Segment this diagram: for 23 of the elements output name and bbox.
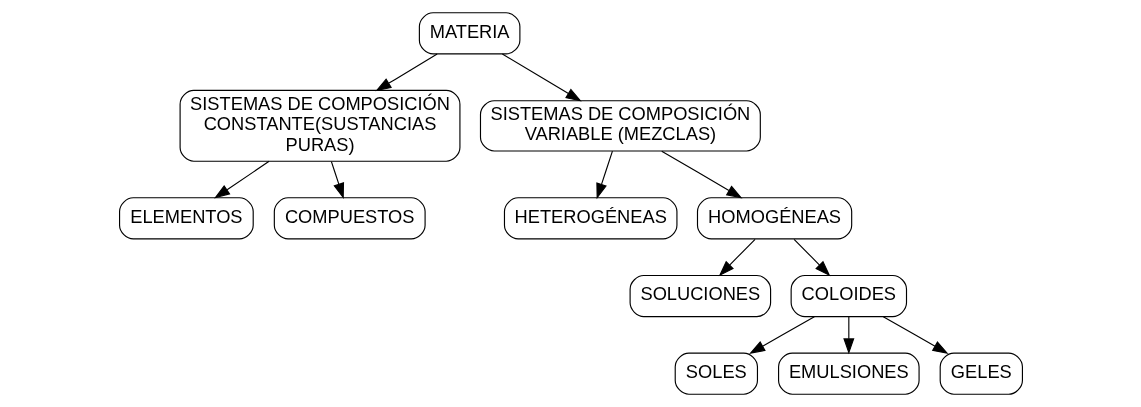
arrow xyxy=(330,161,344,200)
node-box: COLOIDES xyxy=(790,274,907,318)
arrow xyxy=(213,160,270,199)
arrow xyxy=(660,150,742,199)
node-box: SOLUCIONES xyxy=(629,274,771,318)
node-box: SISTEMAS DE COMPOSICIÓN CONSTANTE(SUSTANCIAS PURAS) xyxy=(179,89,460,162)
arrow xyxy=(842,316,854,355)
node-box: SISTEMAS DE COMPOSICIÓN VARIABLE (MEZCLAS) xyxy=(479,100,761,152)
arrow xyxy=(595,150,613,200)
arrow xyxy=(501,53,582,102)
arrow xyxy=(748,316,815,354)
arrow xyxy=(374,53,438,92)
node-box: SOLES xyxy=(674,352,758,395)
node-box: EMULSIONES xyxy=(777,352,920,395)
node-box: GELES xyxy=(939,352,1023,395)
arrow xyxy=(718,238,756,277)
arrow xyxy=(882,316,949,354)
node-box: COMPUESTOS xyxy=(273,197,426,240)
arrow xyxy=(793,238,830,277)
node-box: HOMOGÉNEAS xyxy=(696,197,852,240)
node-box: ELEMENTOS xyxy=(118,197,254,240)
node-box: HETEROGÉNEAS xyxy=(503,197,677,240)
node-box: MATERIA xyxy=(418,12,520,55)
